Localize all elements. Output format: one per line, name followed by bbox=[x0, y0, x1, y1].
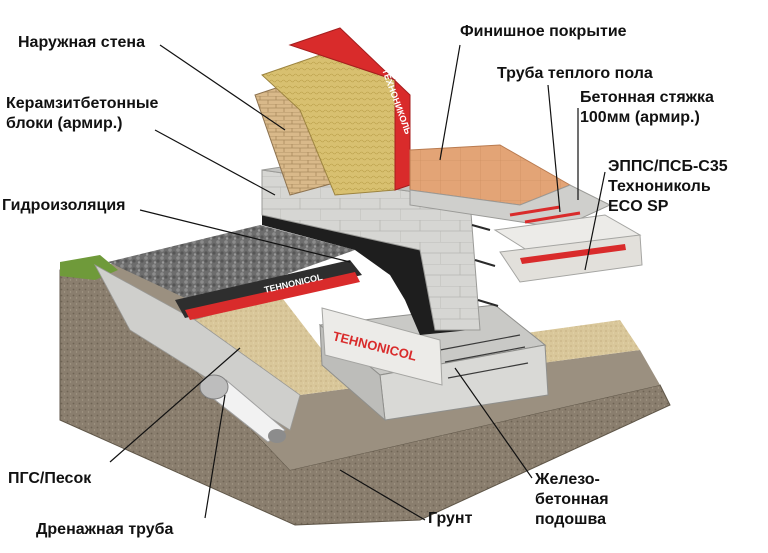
label-soil: Грунт bbox=[428, 510, 473, 527]
leader-footing bbox=[454, 367, 533, 479]
sand-front-wall bbox=[94, 263, 301, 431]
sand-fill bbox=[195, 295, 640, 395]
footing-insulation-board bbox=[321, 307, 443, 386]
label-blocks-line1: Керамзитбетонные bbox=[6, 95, 159, 112]
label-footing-line2: бетонная bbox=[535, 491, 609, 508]
xps-red-stripe bbox=[520, 244, 626, 264]
label-screed-line2: 100мм (армир.) bbox=[580, 109, 700, 126]
leader-outer-wall bbox=[159, 44, 286, 131]
rebar-ends bbox=[471, 224, 499, 307]
rebar-grid bbox=[439, 334, 529, 379]
leader-waterproofing bbox=[139, 209, 351, 263]
drain-pipe-filter bbox=[199, 374, 229, 400]
label-floor-pipe: Труба теплого пола bbox=[497, 65, 653, 82]
membrane-red-band bbox=[185, 272, 360, 320]
leader-blocks bbox=[154, 129, 276, 196]
gravel-layer bbox=[108, 225, 355, 305]
leader-insulation bbox=[584, 171, 606, 271]
leader-drain bbox=[204, 394, 226, 519]
label-footing-line3: подошва bbox=[535, 511, 607, 528]
label-waterproofing: Гидроизоляция bbox=[2, 197, 126, 214]
label-screed-line1: Бетонная стяжка bbox=[580, 89, 714, 106]
drain-pipe-end bbox=[268, 429, 286, 443]
label-insulation-line3: ECO SP bbox=[608, 198, 669, 215]
label-drain: Дренажная труба bbox=[36, 521, 174, 538]
leader-floor-pipe bbox=[547, 84, 561, 213]
label-outer-wall: Наружная стена bbox=[18, 34, 145, 51]
label-insulation-line2: Технониколь bbox=[608, 178, 711, 195]
label-finish: Финишное покрытие bbox=[460, 23, 627, 40]
label-insulation-line1: ЭППС/ПСБ-С35 bbox=[608, 158, 728, 175]
leader-sand bbox=[109, 347, 241, 463]
label-sand: ПГС/Песок bbox=[8, 470, 92, 487]
label-footing-line1: Железо- bbox=[535, 471, 600, 488]
leader-finish bbox=[439, 44, 461, 161]
label-blocks-line2: блоки (армир.) bbox=[6, 115, 123, 132]
leader-soil bbox=[339, 469, 426, 521]
